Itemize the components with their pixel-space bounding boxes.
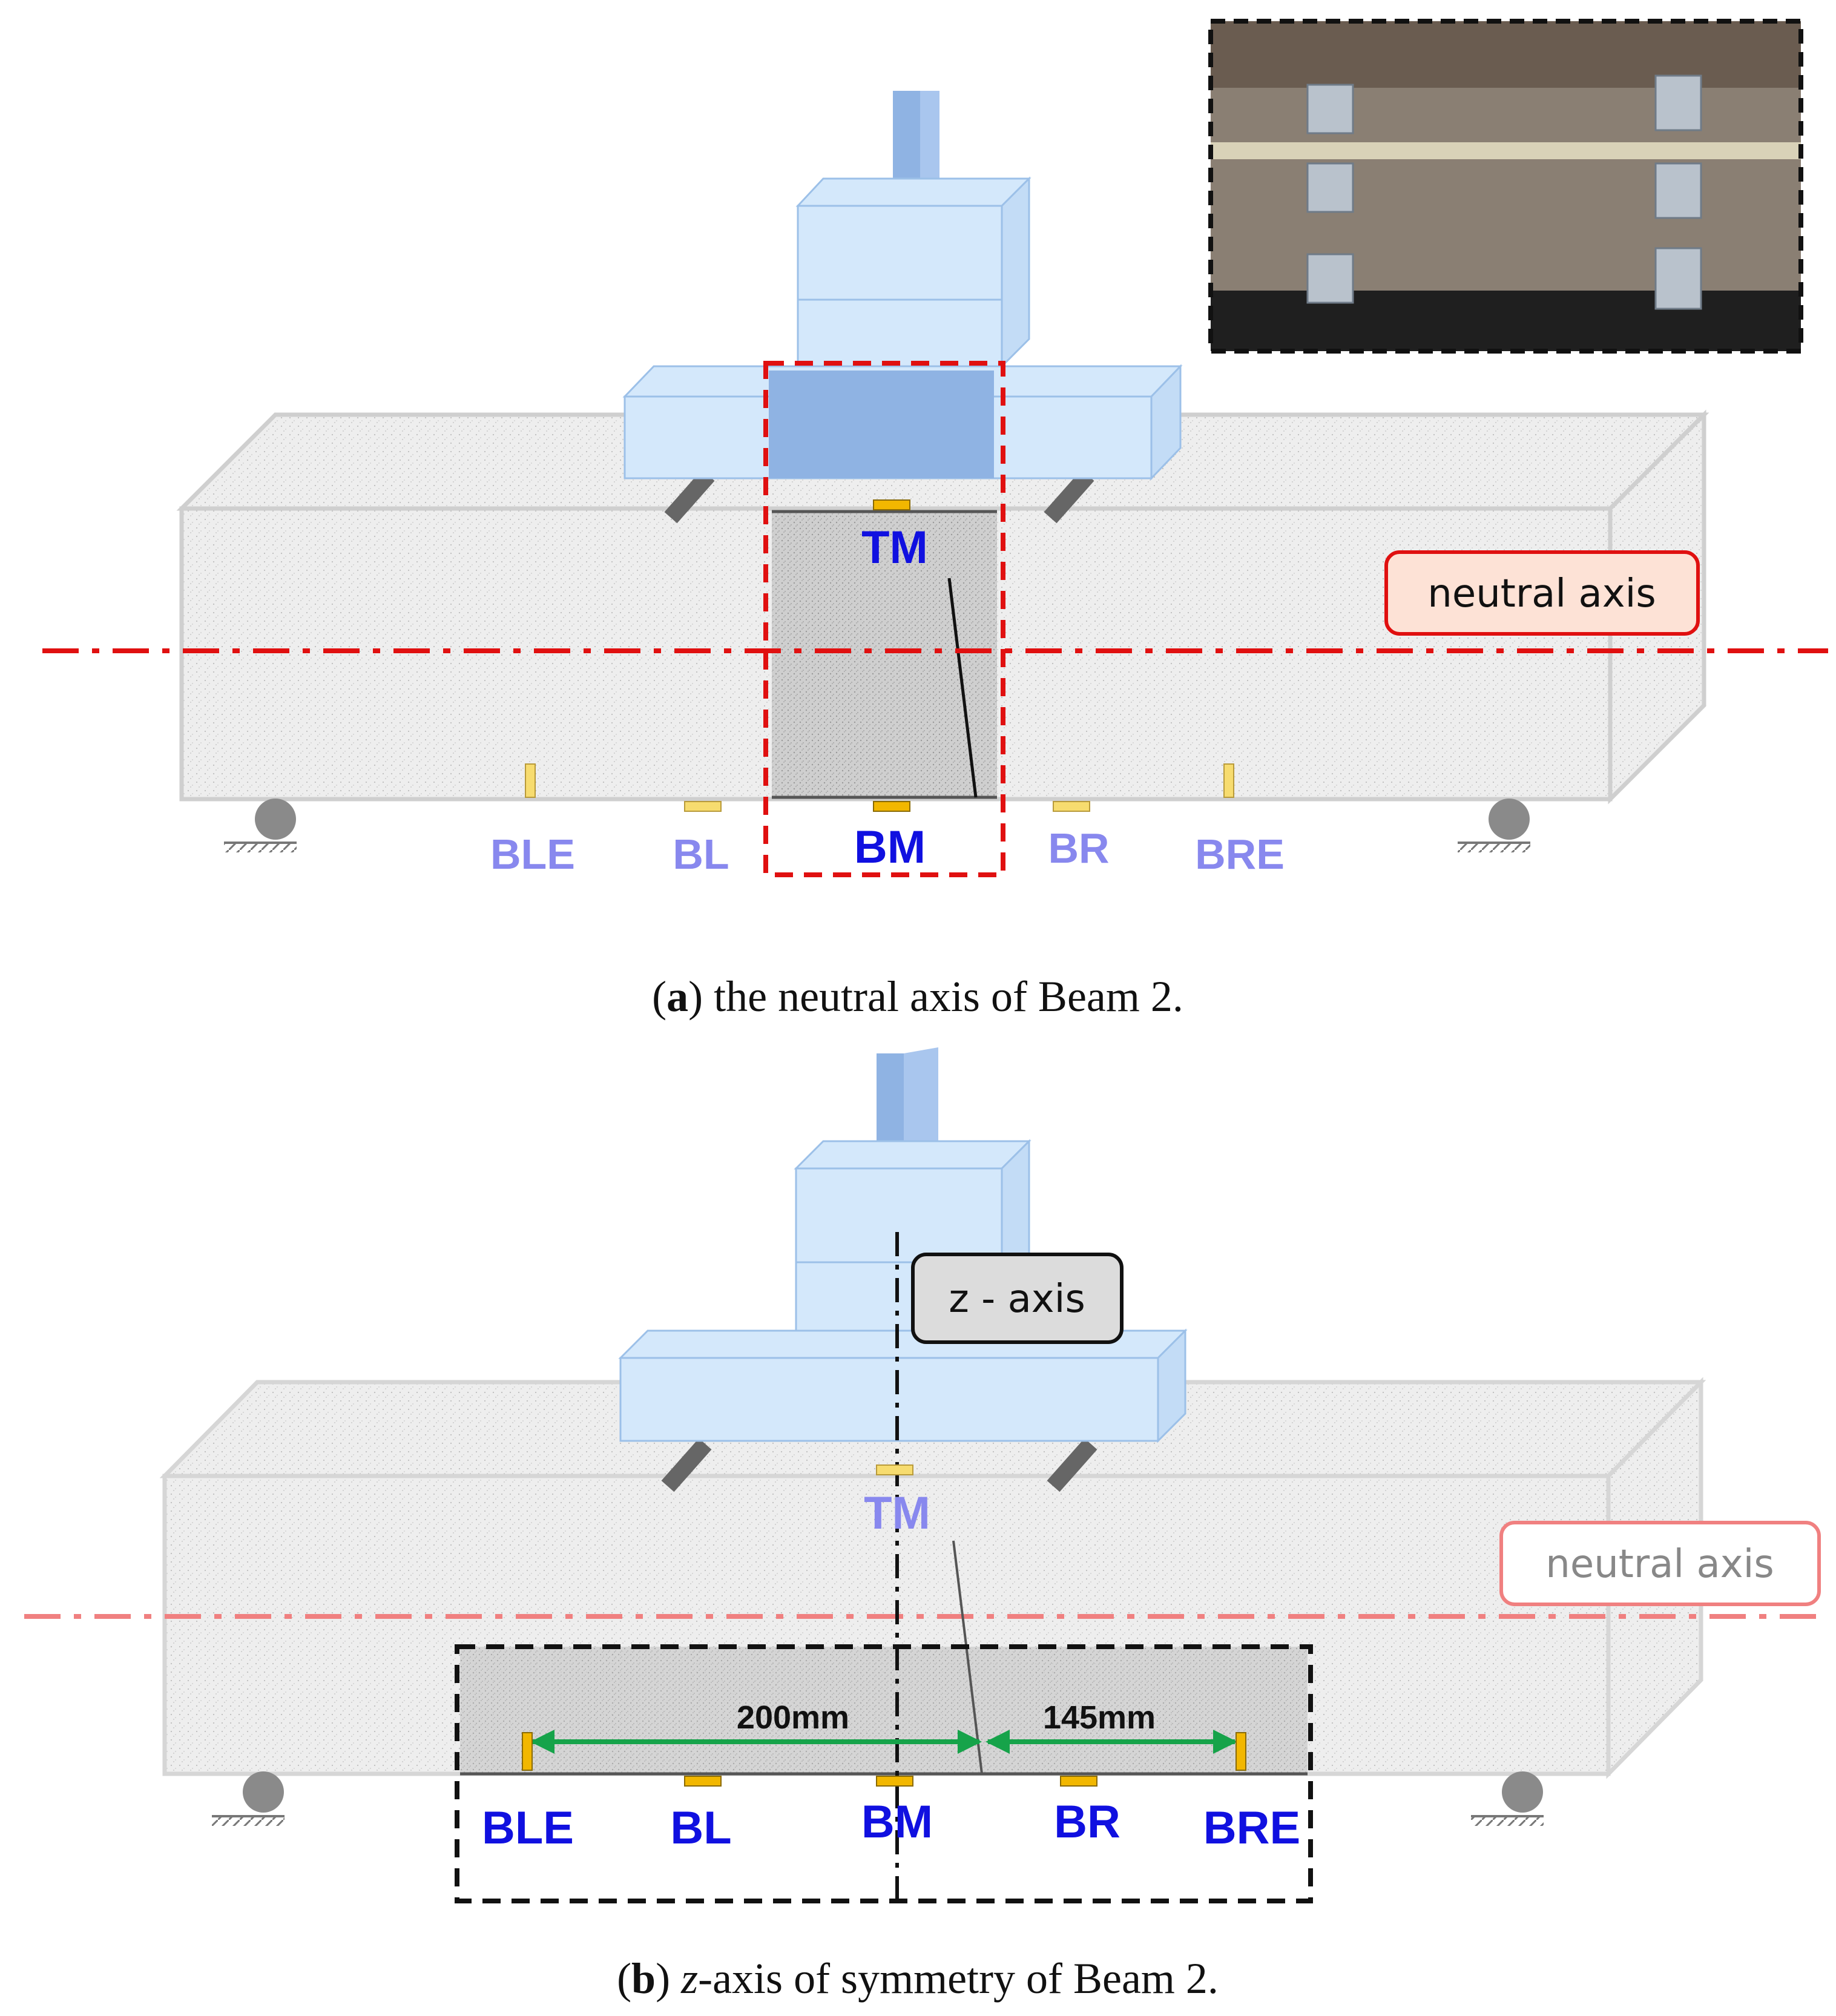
panel-a: neutral axis TM BLE BL BM BR BRE [42, 19, 1828, 1021]
gauge-br-b [1060, 1776, 1097, 1787]
gauge-ble-a [525, 763, 536, 798]
support-right-b [1471, 1771, 1544, 1826]
gauge-bm-b [876, 1776, 913, 1787]
neutral-axis-label-b: neutral axis [1545, 1542, 1774, 1587]
z-axis-label-box: z - axis [911, 1253, 1124, 1344]
support-right-a [1458, 799, 1530, 852]
caption-b: (b) z-axis of symmetry of Beam 2. [617, 1954, 1219, 2003]
roller-right-a [1044, 469, 1094, 524]
label-tm-b: TM [864, 1487, 930, 1539]
label-ble-b: BLE [482, 1802, 574, 1854]
label-ble-a: BLE [490, 831, 575, 878]
support-left-a [224, 799, 297, 852]
gauge-bre-a [1223, 763, 1234, 798]
specimen-photo [1208, 19, 1803, 354]
roller-right-b [1047, 1438, 1097, 1492]
gauge-tm-a [873, 499, 910, 510]
crack-line-a [947, 578, 978, 798]
gauge-bl-a [684, 801, 722, 812]
neutral-axis-label-box-b: neutral axis [1499, 1521, 1821, 1606]
gauge-bl-b [684, 1776, 722, 1787]
gauge-tm-b [876, 1464, 913, 1475]
dimension-label-200: 200mm [737, 1699, 849, 1736]
strain-gauges-a [525, 499, 1234, 812]
gauge-bm-a [873, 801, 910, 812]
section-highlight-a [763, 361, 1005, 877]
label-bm-a: BM [854, 822, 926, 873]
label-br-a: BR [1048, 825, 1109, 872]
neutral-axis-label-box-a: neutral axis [1384, 550, 1700, 636]
label-bre-a: BRE [1195, 831, 1285, 878]
z-axis-label: z - axis [949, 1277, 1085, 1322]
label-bl-b: BL [670, 1802, 731, 1854]
label-bm-b: BM [861, 1796, 933, 1848]
loading-frame-a [622, 91, 1183, 481]
gauge-br-a [1053, 801, 1090, 812]
strain-gauges-b [522, 1464, 1246, 1787]
label-br-b: BR [1054, 1796, 1120, 1848]
label-bre-b: BRE [1203, 1802, 1300, 1854]
section-highlight-b [460, 1647, 1308, 1774]
roller-left-b [661, 1438, 712, 1492]
dimension-label-145: 145mm [1043, 1699, 1156, 1736]
red-dashed-box [763, 361, 1005, 877]
caption-a: (a) the neutral axis of Beam 2. [652, 972, 1183, 1021]
support-left-b [212, 1771, 285, 1826]
label-tm-a: TM [861, 522, 928, 573]
roller-left-a [664, 469, 715, 524]
panel-b: neutral axis z - axis 200mm 145mm TM BLE [24, 1047, 1828, 2003]
label-bl-a: BL [673, 831, 729, 878]
loading-frame-b [618, 1047, 1188, 1443]
gauge-bre-b [1236, 1732, 1246, 1771]
gauge-ble-b [522, 1732, 533, 1771]
neutral-axis-label-a: neutral axis [1427, 572, 1656, 616]
